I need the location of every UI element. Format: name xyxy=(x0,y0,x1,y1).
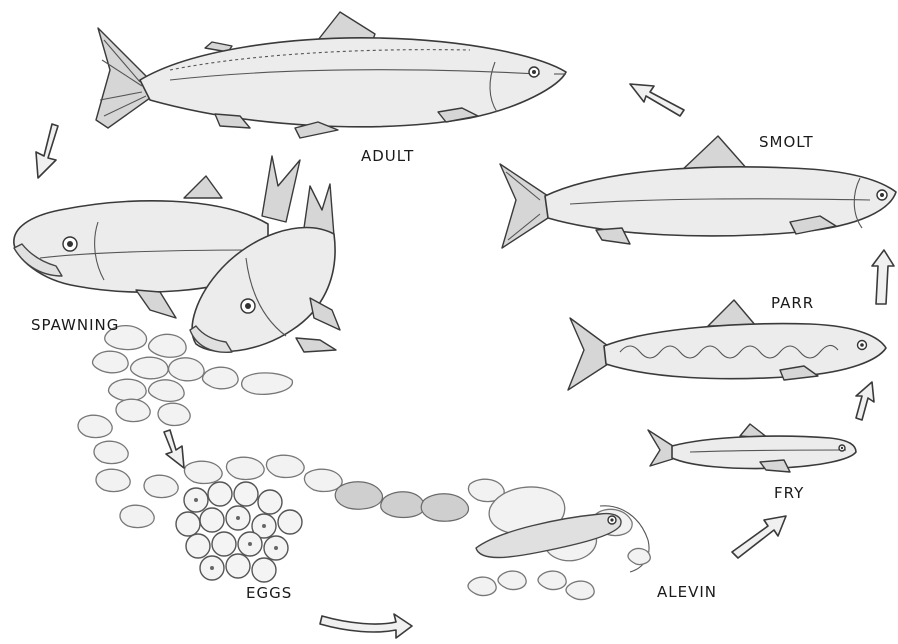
fry-salmon-illustration xyxy=(648,424,856,472)
label-alevin: ALEVIN xyxy=(657,583,717,601)
arrow-eggs-to-alevin xyxy=(320,614,412,638)
arrow-parr-to-smolt xyxy=(872,250,894,304)
adult-salmon-illustration xyxy=(96,12,566,138)
label-eggs: EGGS xyxy=(246,584,292,602)
parr-salmon-illustration xyxy=(568,300,886,390)
arrow-spawning-to-eggs xyxy=(164,430,184,468)
arrow-alevin-to-fry xyxy=(732,516,786,558)
smolt-salmon-illustration xyxy=(500,136,896,248)
label-spawning: SPAWNING xyxy=(31,316,119,334)
alevin-illustration xyxy=(468,487,650,600)
arrow-smolt-to-adult xyxy=(630,84,684,116)
arrow-adult-to-spawning xyxy=(36,124,58,178)
label-fry: FRY xyxy=(774,484,804,502)
pebble-path xyxy=(78,399,504,527)
label-smolt: SMOLT xyxy=(759,133,814,151)
label-parr: PARR xyxy=(771,294,814,312)
arrow-fry-to-parr xyxy=(856,382,874,420)
egg-cluster xyxy=(176,482,302,582)
label-adult: ADULT xyxy=(361,147,414,165)
